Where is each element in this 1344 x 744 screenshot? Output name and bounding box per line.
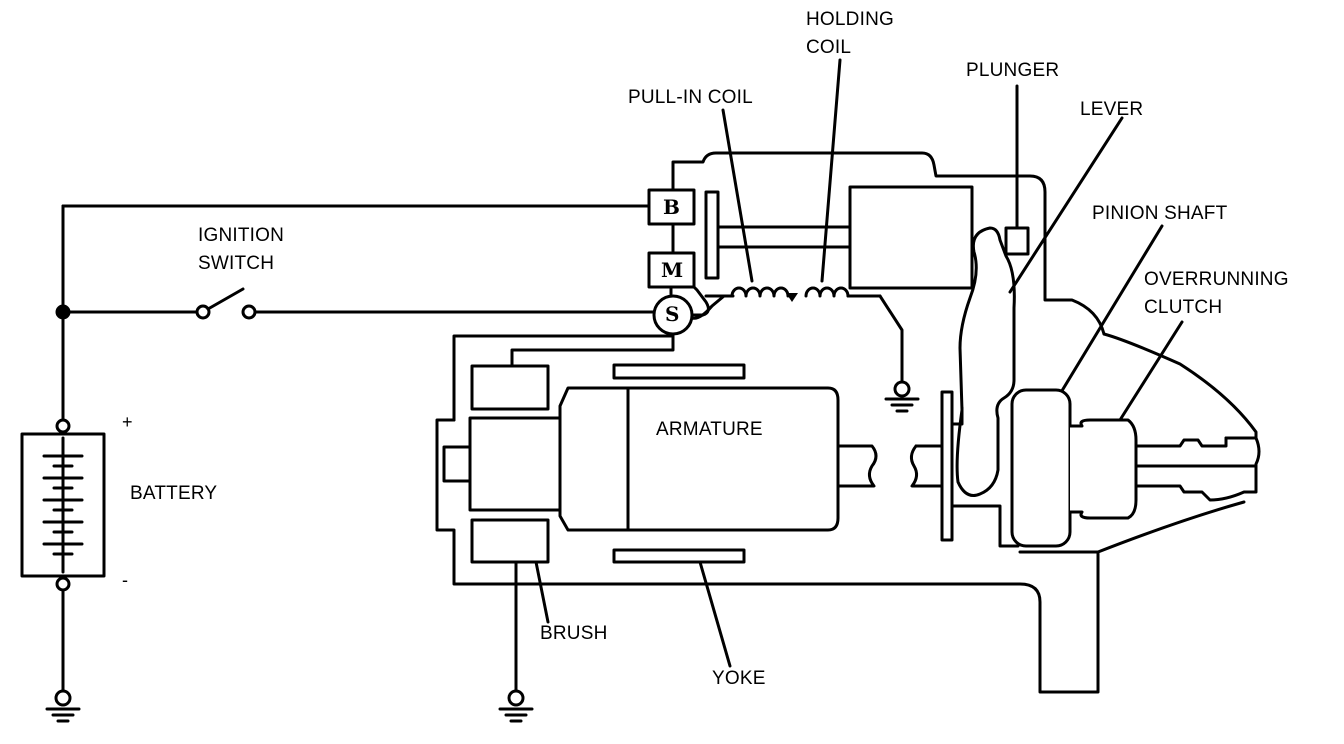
pinion-gear [1068,418,1138,520]
pinion-shaft-label: PINION SHAFT [1092,203,1228,224]
holding-coil-leader [820,58,842,283]
terminal-m-label: M [661,258,684,282]
ignition-switch-label: IGNITION SWITCH [198,225,285,274]
plunger-label: PLUNGER [966,60,1060,81]
terminal-s-label: S [665,302,680,326]
armature [558,386,840,532]
terminal-b-label: B [663,195,681,219]
pinion-shaft [1134,436,1261,502]
yoke-bottom [612,548,746,564]
holding-coil [804,286,904,384]
plunger [704,185,974,290]
clutch-body [950,406,1020,548]
pull-in-coil-label: PULL-IN COIL [628,87,753,108]
lever-leader [1008,116,1124,294]
battery-plus-sign: + [122,412,133,432]
pull-in-coil-leader [721,108,754,283]
overrunning-clutch-leader [1118,320,1184,422]
ignition-switch [61,287,657,320]
lever [955,226,1016,497]
armature-shaft [836,444,878,488]
coil-ground-icon [884,380,920,413]
yoke-top [612,363,746,380]
commutator [468,416,562,512]
lever-label: LEVER [1080,99,1144,120]
battery-symbol [20,418,106,692]
terminal-b [647,188,696,226]
brush-bottom [470,518,550,564]
brush-leader [534,560,550,624]
battery-ground-icon [45,689,81,723]
pull-in-coil [704,286,790,298]
yoke-leader [698,560,732,668]
brush-top [470,364,550,411]
battery-label: BATTERY [130,483,218,504]
rear-shaft-stub [442,445,474,483]
battery-minus-sign: - [122,570,129,590]
yoke-label: YOKE [712,668,766,689]
holding-coil-label: HOLDING COIL [806,9,894,58]
brush-ground-icon [498,689,534,723]
solenoid-housing [671,151,1106,336]
coil-junction-arrow [786,293,798,302]
armature-label: ARMATURE [656,419,763,440]
drive-flange [940,390,954,542]
brush-label: BRUSH [540,623,608,644]
overrunning-clutch [1010,388,1072,548]
pinion-shaft-leader [1058,224,1164,396]
motor-housing [1102,332,1258,440]
overrunning-clutch-label: OVERRUNNING CLUTCH [1144,269,1289,318]
